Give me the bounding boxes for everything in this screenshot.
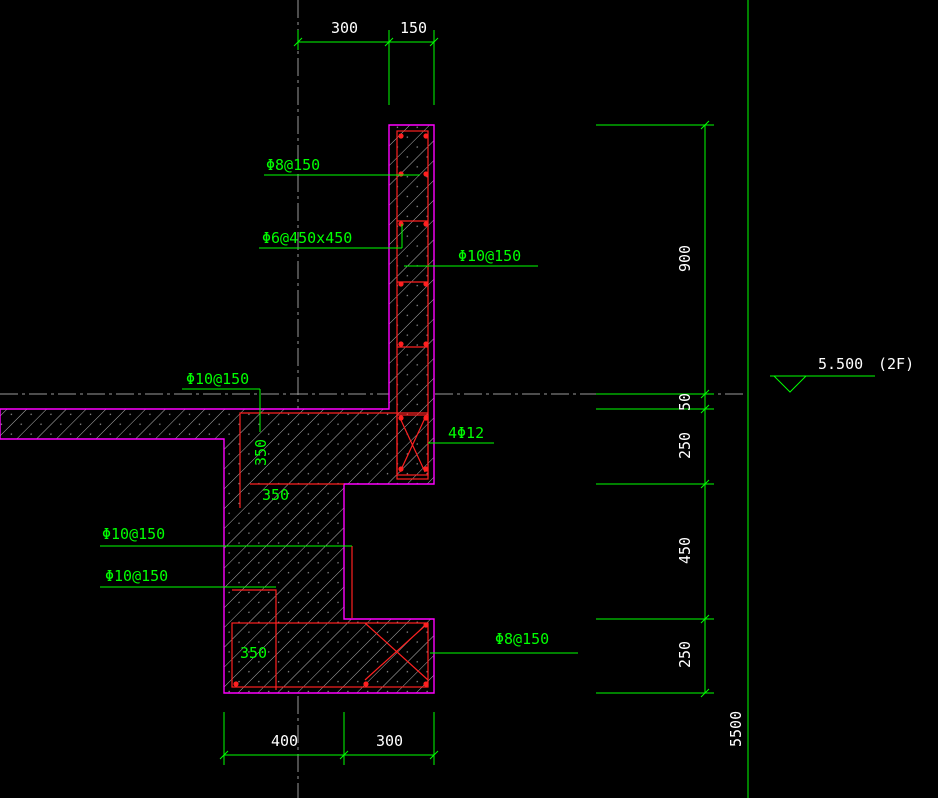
dim-right-900: 900: [676, 245, 694, 272]
dim-right-250-b: 250: [676, 641, 694, 668]
dim-total-5500: 5500: [727, 711, 745, 747]
label-beam-top: 4Φ12: [448, 424, 484, 442]
elevation-mark: 5.500 (2F): [770, 355, 914, 393]
top-dimension: 300 150: [293, 19, 439, 105]
inner-dim-350-horizontal: 350: [262, 486, 289, 504]
bottom-dimension: 400 300: [219, 712, 439, 765]
label-beam-mid-1: Φ10@150: [102, 525, 165, 543]
inner-dim-350-vertical: 350: [252, 439, 270, 466]
dim-bottom-400: 400: [271, 732, 298, 750]
dim-bottom-300: 300: [376, 732, 403, 750]
dim-right-50: 50: [676, 393, 694, 411]
dim-top-150: 150: [400, 19, 427, 37]
label-slab: Φ10@150: [186, 370, 249, 388]
label-beam-mid-2: Φ10@150: [105, 567, 168, 585]
concrete-section: [0, 124, 435, 694]
floor-label: (2F): [878, 355, 914, 373]
inner-dimensions: 350 350 350: [240, 439, 289, 662]
elevation-value: 5.500: [818, 355, 863, 373]
label-wall-tie: Φ6@450x450: [262, 229, 352, 247]
dim-right-450: 450: [676, 537, 694, 564]
rebar-annotations: Φ8@150 Φ6@450x450 Φ10@150 Φ10@150 4Φ12 Φ…: [100, 156, 578, 654]
dim-right-250-a: 250: [676, 432, 694, 459]
label-beam-bottom: Φ8@150: [495, 630, 549, 648]
dim-top-300: 300: [331, 19, 358, 37]
right-dimension: 900 50 250 450 250 5500: [596, 120, 745, 747]
label-wall-outer: Φ8@150: [266, 156, 320, 174]
label-wall-inner: Φ10@150: [458, 247, 521, 265]
rebar-dots: [233, 133, 429, 687]
inner-dim-350-bottom: 350: [240, 644, 267, 662]
